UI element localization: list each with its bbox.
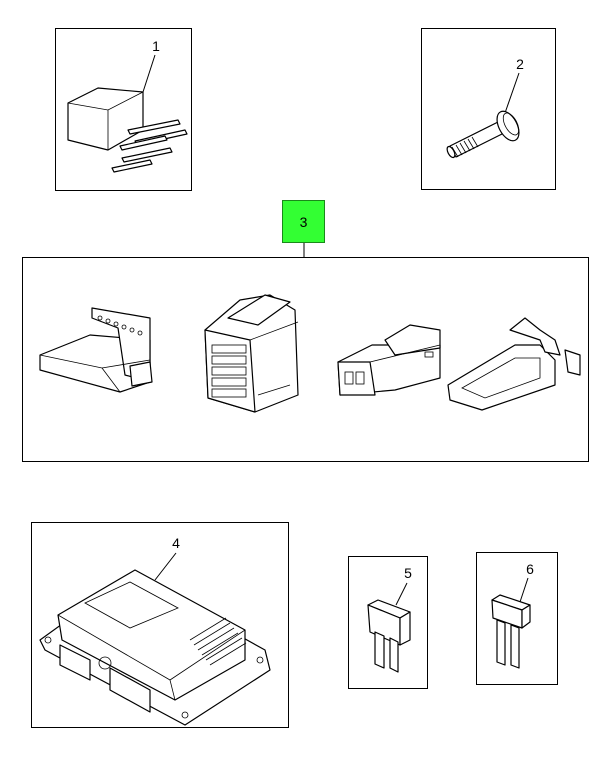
wedge-lock-part — [39, 307, 153, 393]
callout-3-highlight[interactable]: 3 — [282, 200, 325, 243]
callout-2: 2 — [516, 56, 524, 72]
callout-6: 6 — [526, 561, 534, 577]
secondary-lock-part — [447, 317, 581, 411]
callout-4: 4 — [172, 535, 180, 551]
callout-1: 1 — [152, 38, 160, 54]
part-2-bolt-panel[interactable] — [421, 28, 556, 190]
connector-housing-part — [204, 294, 299, 413]
callout-5: 5 — [404, 565, 412, 581]
two-pin-connector-part — [337, 324, 441, 396]
